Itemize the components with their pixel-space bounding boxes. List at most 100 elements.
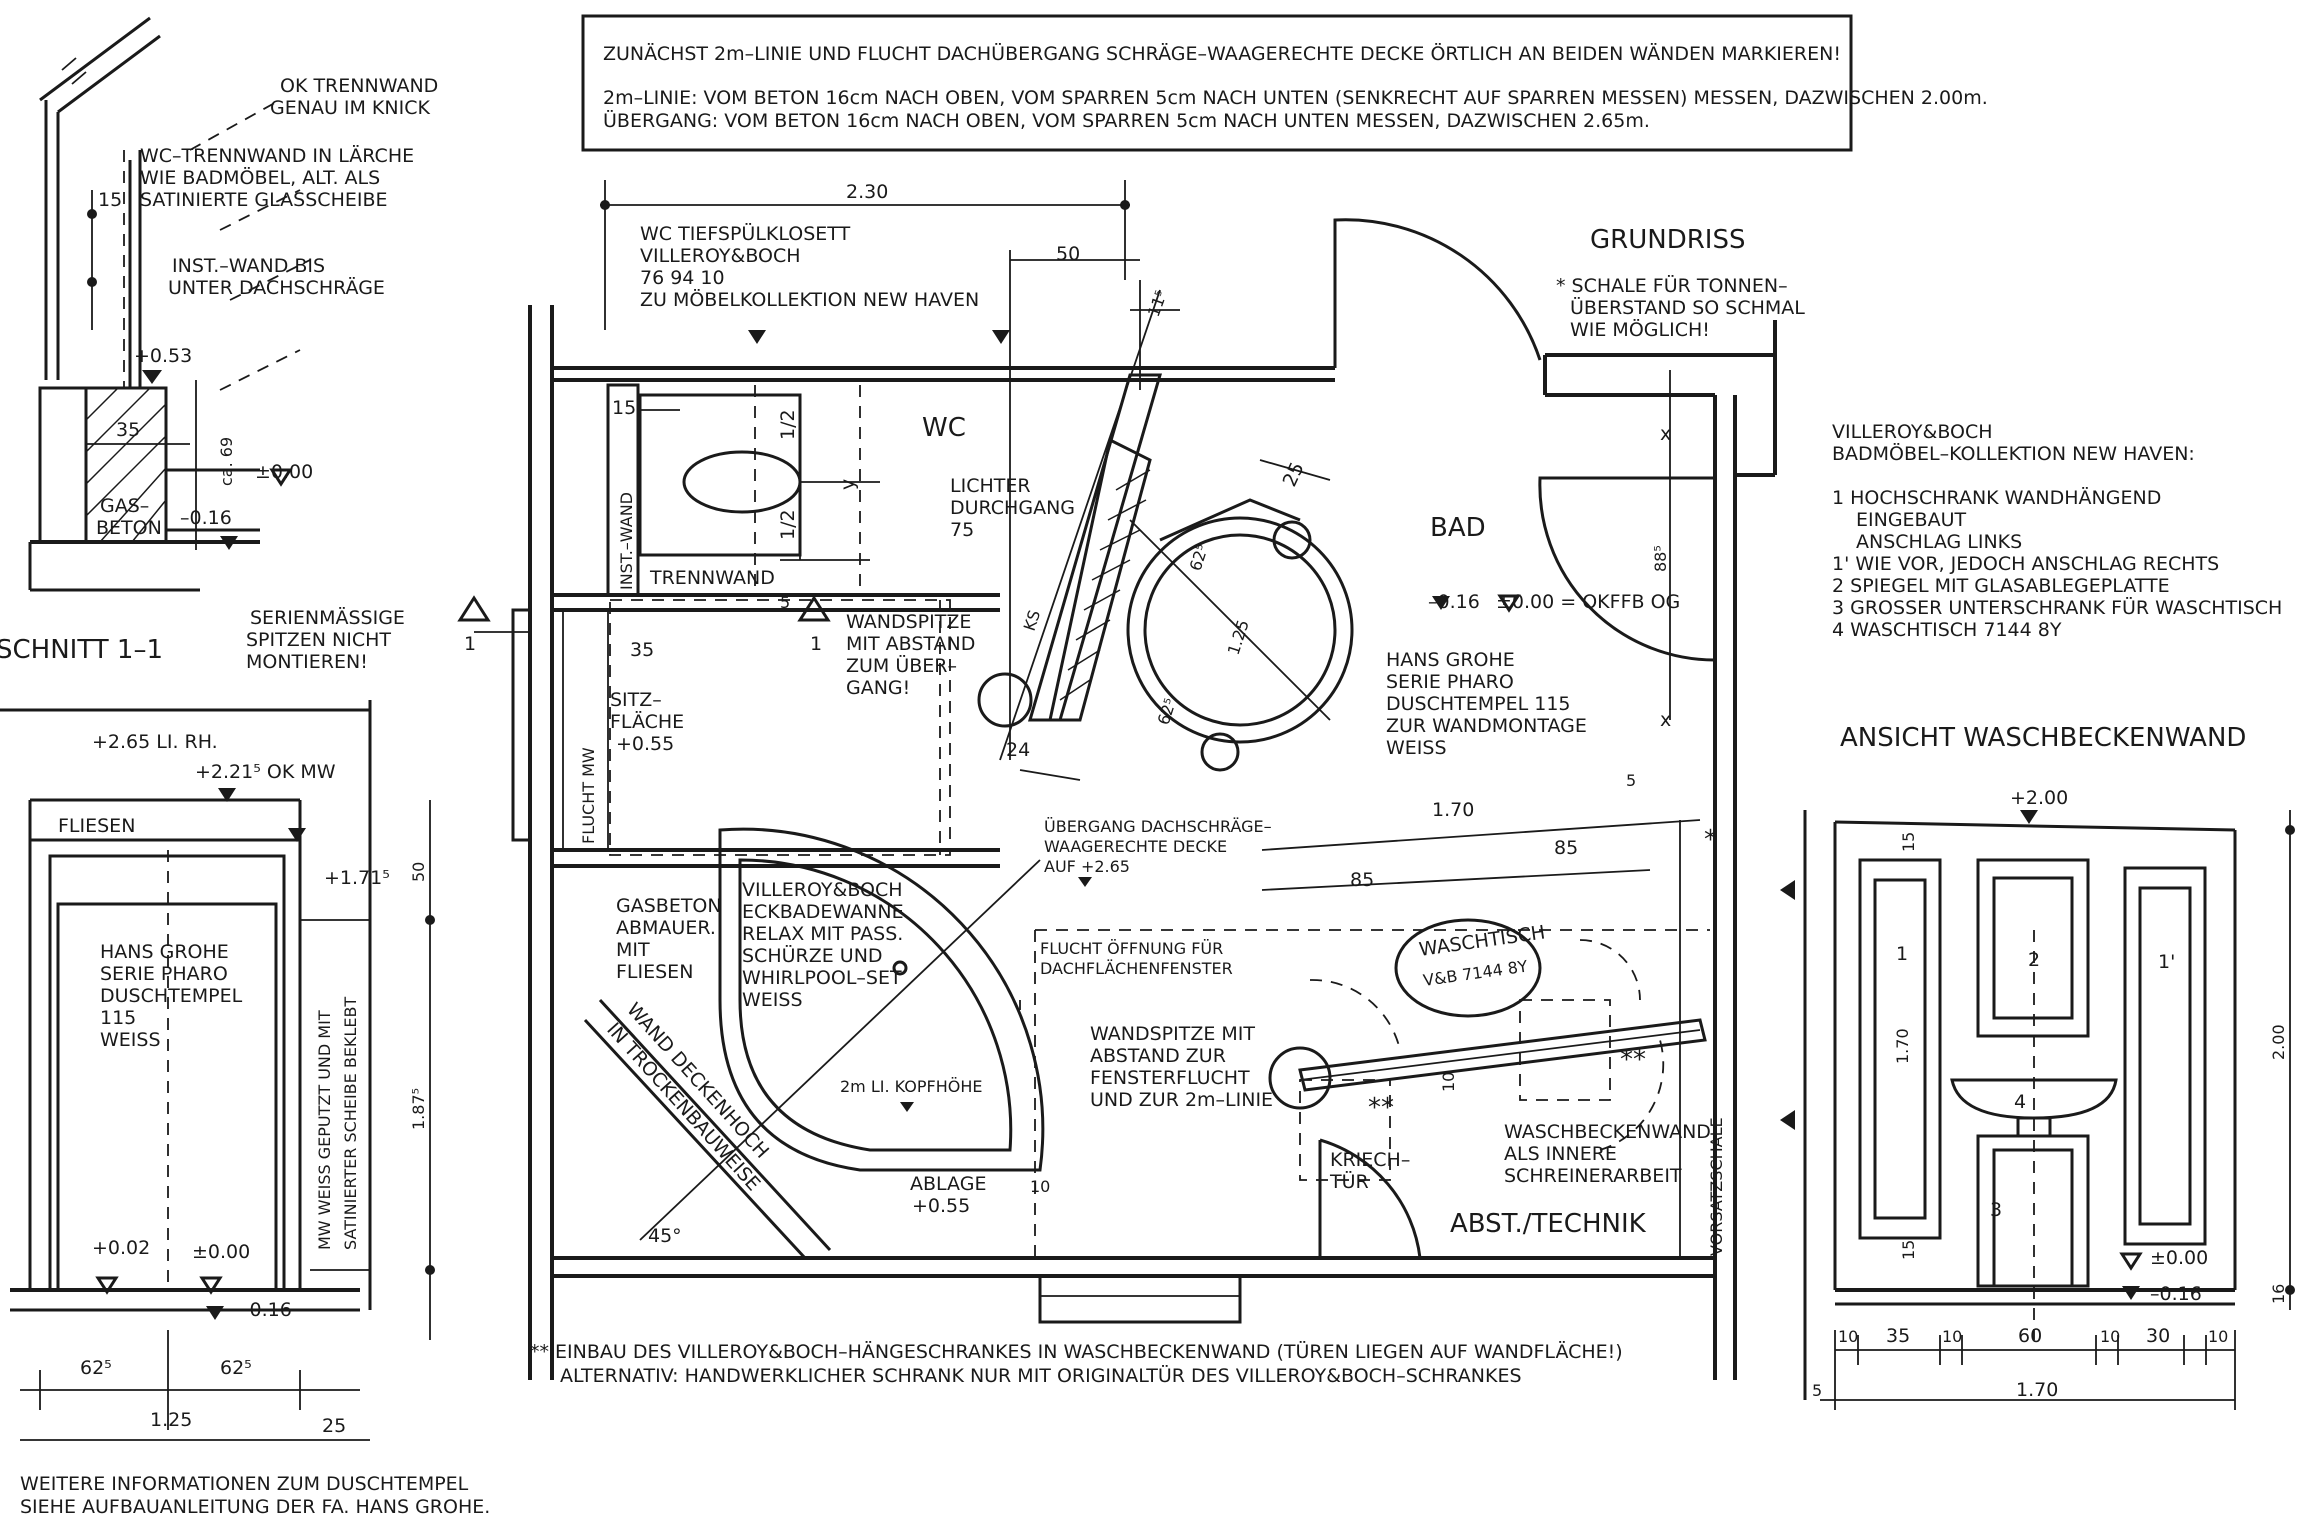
elev-level-016: –0.16 bbox=[2150, 1283, 2202, 1305]
kriech-2: TÜR bbox=[1329, 1170, 1369, 1193]
label-fliesen: FLIESEN bbox=[58, 815, 135, 837]
vorsatzschale: VORSATZSCHALE bbox=[1707, 1117, 1726, 1256]
room-wc: WC bbox=[922, 413, 966, 443]
dim-230: 2.30 bbox=[846, 181, 888, 203]
wandspitze-3: ZUM ÜBER– bbox=[846, 654, 957, 677]
label-shower-1: HANS GROHE bbox=[100, 941, 229, 963]
footnote-2: ALTERNATIV: HANDWERKLICHER SCHRANK NUR M… bbox=[560, 1364, 1522, 1387]
label-wc-trennwand-2: WIE BADMÖBEL, ALT. ALS bbox=[140, 166, 380, 189]
wc-label-1: WC TIEFSPÜLKLOSETT bbox=[640, 222, 851, 245]
dim-625-b: 62⁵ bbox=[220, 1357, 252, 1379]
dim-24: 24 bbox=[1006, 739, 1030, 761]
star-marker: * bbox=[1704, 825, 1717, 855]
legend-item-2: 2 SPIEGEL MIT GLASABLEGEPLATTE bbox=[1832, 575, 2170, 597]
elev-label-3: 3 bbox=[1990, 1199, 2002, 1221]
lichter-1: LICHTER bbox=[950, 475, 1031, 497]
sitz-3: +0.55 bbox=[616, 733, 674, 755]
dim-25-shower: 25 bbox=[322, 1415, 346, 1437]
shower-plan-4: ZUR WANDMONTAGE bbox=[1386, 715, 1587, 737]
tub-6: WEISS bbox=[742, 989, 803, 1011]
label-ok-trennwand-2: GENAU IM KNICK bbox=[270, 97, 430, 119]
flucht-1: FLUCHT ÖFFNUNG FÜR bbox=[1040, 939, 1223, 958]
label-shower-4: 115 bbox=[100, 1007, 136, 1029]
shower-plan-3: DUSCHTEMPEL 115 bbox=[1386, 693, 1571, 715]
waschtisch-2: V&B 7144 8Y bbox=[1422, 956, 1529, 989]
dim-125-shower: 1.25 bbox=[150, 1409, 192, 1431]
wc-label-3: 76 94 10 bbox=[640, 267, 725, 289]
elevation-wash-wall: ANSICHT WASCHBECKENWAND bbox=[1803, 723, 2295, 1410]
dim-5-plan: 5 bbox=[780, 593, 790, 612]
gasbeton-1: GASBETON bbox=[616, 895, 722, 917]
floor-plan: GRUNDRISS * SCHALE FÜR TONNEN– ÜBERSTAND… bbox=[457, 180, 1805, 1387]
uebergang-2: WAAGERECHTE DECKE bbox=[1044, 837, 1227, 856]
dim-50-plan: 50 bbox=[1056, 243, 1080, 265]
label-serien-1: SERIENMÄSSIGE bbox=[250, 606, 405, 629]
dim-35-top: 35 bbox=[116, 419, 140, 441]
plan-title: GRUNDRISS bbox=[1590, 225, 1745, 255]
uebergang-3: AUF +2.65 bbox=[1044, 857, 1130, 876]
elev-level-000: ±0.00 bbox=[2150, 1247, 2208, 1269]
elev-dim-10-a: 10 bbox=[1838, 1327, 1858, 1346]
level-016-shower: –0.16 bbox=[240, 1299, 292, 1321]
dim-85-b: 85 bbox=[1350, 869, 1374, 891]
elev-level-200: +2.00 bbox=[2010, 787, 2068, 809]
kopfhoehe: 2m LI. KOPFHÖHE bbox=[840, 1077, 982, 1096]
level-1715: +1.71⁵ bbox=[324, 867, 390, 889]
tub-5: WHIRLPOOL–SET bbox=[742, 967, 902, 989]
double-star-a: ** bbox=[1368, 1093, 1394, 1123]
elev-dim-30: 30 bbox=[2146, 1325, 2170, 1347]
label-mw-note-1: MW WEISS GEPUTZT UND MIT bbox=[315, 1010, 334, 1250]
wandspitze2-1: WANDSPITZE MIT bbox=[1090, 1023, 1255, 1045]
label-mw-note-2: SATINIERTER SCHEIBE BEKLEBT bbox=[341, 997, 360, 1250]
waschbeckenwand-1: WASCHBECKENWAND bbox=[1504, 1121, 1711, 1143]
trennwand-label: TRENNWAND bbox=[649, 567, 775, 589]
level-016-top: –0.16 bbox=[180, 507, 232, 529]
wandspitze2-4: UND ZUR 2m–LINIE bbox=[1090, 1089, 1273, 1111]
legend-item-1a: 1 HOCHSCHRANK WANDHÄNGEND bbox=[1832, 486, 2161, 509]
elev-dim-170-v: 1.70 bbox=[1893, 1028, 1912, 1064]
tub-1: VILLEROY&BOCH bbox=[742, 879, 903, 901]
schale-note-2: ÜBERSTAND SO SCHMAL bbox=[1570, 296, 1805, 319]
elev-dim-10-c: 10 bbox=[2100, 1327, 2120, 1346]
wandspitze-2: MIT ABSTAND bbox=[846, 633, 975, 655]
waschtisch-1: WASCHTISCH bbox=[1418, 921, 1547, 960]
shower-plan-5: WEISS bbox=[1386, 737, 1447, 759]
legend-item-1p: 1' WIE VOR, JEDOCH ANSCHLAG RECHTS bbox=[1832, 553, 2219, 575]
dim-x2: x bbox=[1660, 709, 1671, 731]
inst-wand-label: INST.–WAND bbox=[617, 492, 636, 590]
level-2215: +2.21⁵ OK MW bbox=[195, 761, 336, 783]
dim-half-a: 1/2 bbox=[777, 409, 799, 440]
legend-title-1: VILLEROY&BOCH bbox=[1832, 421, 1993, 443]
ablage-1: ABLAGE bbox=[910, 1173, 986, 1195]
level-000-shower: ±0.00 bbox=[192, 1241, 250, 1263]
schale-note-1: * SCHALE FÜR TONNEN– bbox=[1556, 274, 1788, 297]
label-ok-trennwand-1: OK TRENNWAND bbox=[280, 75, 438, 97]
header-note-line-3: ÜBERGANG: VOM BETON 16cm NACH OBEN, VOM … bbox=[603, 109, 1650, 132]
legend-item-1c: ANSCHLAG LINKS bbox=[1856, 531, 2022, 553]
elev-dim-15-a: 15 bbox=[1899, 832, 1918, 852]
elev-label-1p: 1' bbox=[2158, 951, 2175, 973]
gasbeton-4: FLIESEN bbox=[616, 961, 693, 983]
dim-170-plan: 1.70 bbox=[1432, 799, 1474, 821]
dim-25-plan: 25 bbox=[1279, 459, 1309, 490]
header-note-line-2: 2m–LINIE: VOM BETON 16cm NACH OBEN, VOM … bbox=[603, 87, 1988, 109]
dim-15-top: 15 bbox=[98, 189, 122, 211]
wandspitze-1: WANDSPITZE bbox=[846, 611, 971, 633]
label-shower-3: DUSCHTEMPEL bbox=[100, 985, 243, 1007]
elev-label-2: 2 bbox=[2028, 949, 2040, 971]
dim-15-plan: 15 bbox=[612, 397, 636, 419]
dim-885: 88⁵ bbox=[1651, 545, 1670, 572]
waschbeckenwand-2: ALS INNERE bbox=[1504, 1143, 1617, 1165]
label-shower-5: WEISS bbox=[100, 1029, 161, 1051]
elev-dim-10-b: 10 bbox=[1942, 1327, 1962, 1346]
dim-62-a: 62⁵ bbox=[1186, 542, 1212, 573]
dim-half-b: 1/2 bbox=[777, 509, 799, 540]
label-shower-2: SERIE PHARO bbox=[100, 963, 228, 985]
waschbeckenwand-3: SCHREINERARBEIT bbox=[1504, 1165, 1682, 1187]
legend-item-4: 4 WASCHTISCH 7144 8Y bbox=[1832, 619, 2062, 641]
elev-dim-35: 35 bbox=[1886, 1325, 1910, 1347]
shower-plan-1: HANS GROHE bbox=[1386, 649, 1515, 671]
legend-title-2: BADMÖBEL–KOLLEKTION NEW HAVEN: bbox=[1832, 442, 2195, 465]
angle-45: 45° bbox=[648, 1225, 682, 1247]
